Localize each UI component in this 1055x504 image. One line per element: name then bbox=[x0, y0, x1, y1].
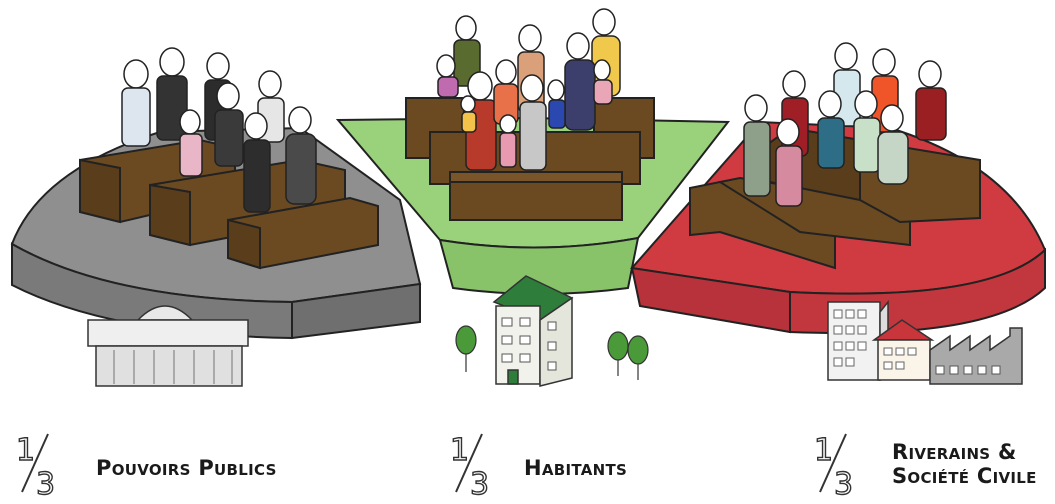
residential-building-icon bbox=[492, 275, 574, 387]
one-third-fraction-icon: 1 3 bbox=[440, 428, 500, 502]
svg-text:3: 3 bbox=[36, 467, 55, 498]
svg-text:3: 3 bbox=[834, 467, 853, 498]
people-figures bbox=[121, 8, 947, 213]
legend-label: Riverains & Société Civile bbox=[892, 440, 1037, 488]
legend-public-authorities: 1 3 Pouvoirs Publics bbox=[0, 428, 340, 502]
legend-label-line2: Société Civile bbox=[892, 464, 1037, 488]
svg-text:3: 3 bbox=[470, 467, 489, 498]
city-and-factory-icon bbox=[827, 299, 1023, 385]
svg-text:1: 1 bbox=[16, 433, 35, 468]
legend-label: Habitants bbox=[524, 456, 628, 480]
one-third-fraction-icon: 1 3 bbox=[6, 428, 66, 502]
legend-civil-society: 1 3 Riverains & Société Civile bbox=[790, 428, 1055, 502]
legend-label-line1: Riverains & bbox=[892, 440, 1017, 464]
svg-text:1: 1 bbox=[814, 433, 833, 468]
government-building-icon bbox=[87, 305, 249, 387]
legend-label: Pouvoirs Publics bbox=[96, 456, 277, 480]
tree-icon bbox=[455, 325, 649, 380]
one-third-fraction-icon: 1 3 bbox=[804, 428, 864, 502]
legend-residents: 1 3 Habitants bbox=[440, 428, 700, 502]
svg-text:1: 1 bbox=[450, 433, 469, 468]
